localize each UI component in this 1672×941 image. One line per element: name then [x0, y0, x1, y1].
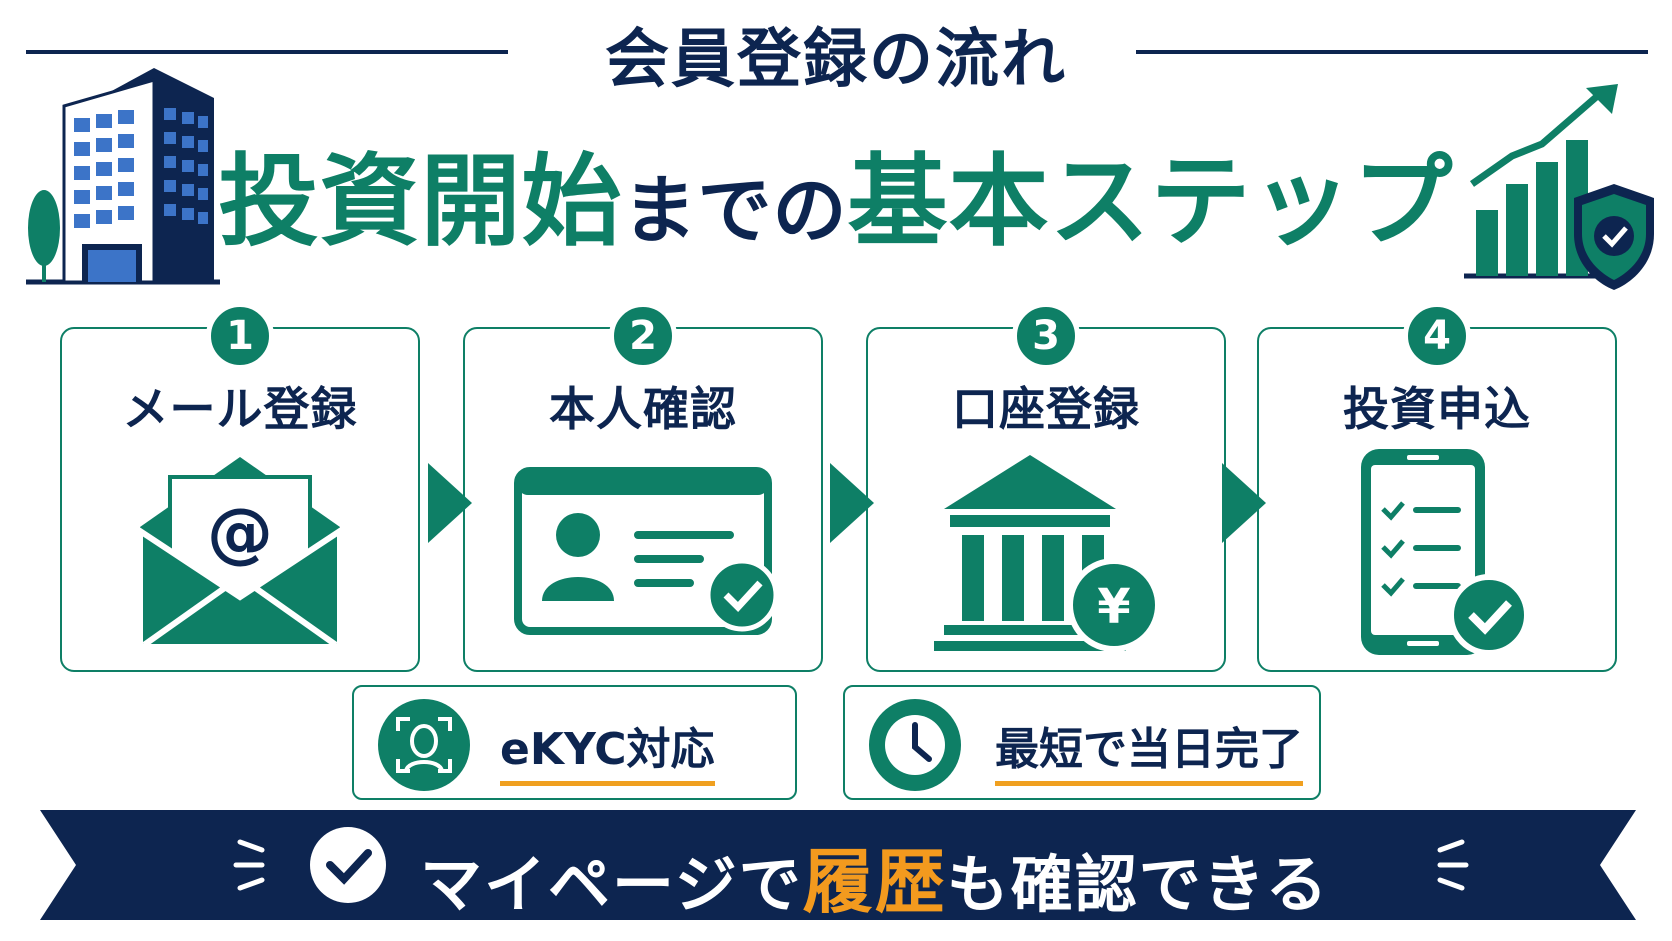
check-circle-icon [326, 849, 372, 885]
svg-text:¥: ¥ [1097, 579, 1130, 635]
feature-label-ekyc: eKYC対応 [500, 713, 715, 786]
page-title: 投資開始までの基本ステップ [0, 120, 1672, 265]
title-part-2: までの [622, 168, 848, 254]
arrow-right-icon [1222, 463, 1266, 543]
step-card-3: 3 口座登録 ¥ [866, 302, 1226, 672]
clock-icon [869, 699, 961, 791]
banner-text-part-2: も確認できる [946, 848, 1330, 921]
title-part-3: 基本ステップ [847, 143, 1454, 260]
step-number-badge-2: 2 [609, 302, 677, 370]
feature-same-day: 最短で当日完了 [843, 685, 1321, 800]
step-label-2: 本人確認 [549, 382, 737, 436]
step-number-badge-4: 4 [1403, 302, 1471, 370]
bank-icon: ¥ [934, 455, 1161, 652]
header-rule-left [26, 50, 508, 54]
svg-text:@: @ [207, 494, 273, 571]
header-rule-right [1136, 50, 1648, 54]
step-label-3: 口座登録 [952, 382, 1140, 436]
feature-label-same-day: 最短で当日完了 [995, 713, 1303, 786]
growth-chart-shield-icon [1464, 84, 1654, 290]
arrow-right-icon [428, 463, 472, 543]
id-card-icon [514, 467, 778, 635]
step-card-1: 1 メール登録 @ [60, 302, 420, 672]
step-label-1: メール登録 [122, 382, 358, 436]
mypage-banner [40, 810, 1636, 920]
step-label-4: 投資申込 [1343, 382, 1531, 436]
step-card-4: 4 投資申込 [1257, 302, 1617, 672]
step-number-badge-1: 1 [206, 302, 274, 370]
step-card-2: 2 本人確認 [463, 302, 823, 672]
feature-ekyc: eKYC対応 [352, 685, 797, 800]
banner-text-part-1: マイページで [420, 848, 803, 921]
banner-text-highlight: 履歴 [802, 841, 947, 923]
page-subtitle: 会員登録の流れ [605, 23, 1067, 97]
step-number-badge-3: 3 [1012, 302, 1080, 370]
arrow-right-icon [830, 463, 874, 543]
banner-text: マイページで履歴も確認できる [420, 826, 1330, 927]
face-scan-icon [378, 699, 470, 791]
building-icon [26, 68, 220, 285]
title-part-1: 投資開始 [218, 143, 623, 260]
email-icon: @ [137, 457, 343, 650]
smartphone-checklist-icon [1361, 449, 1530, 656]
